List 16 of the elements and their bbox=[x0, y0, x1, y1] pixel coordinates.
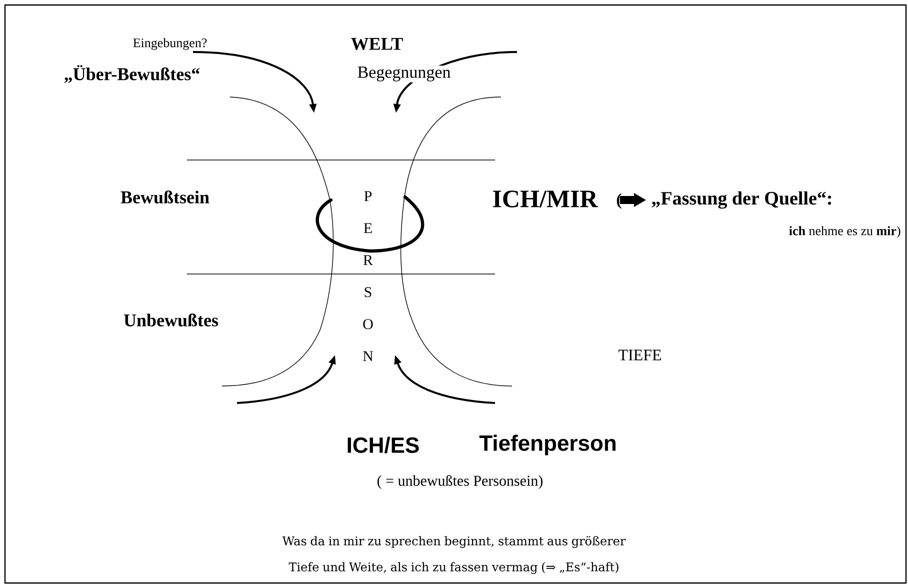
label-text: „Fassung der Quelle“: bbox=[652, 191, 832, 209]
label-text: ICH/ES bbox=[348, 436, 419, 454]
label-text: ( bbox=[616, 193, 622, 209]
vertical-text: P E R S O N bbox=[363, 191, 374, 362]
label-text: „Über-Bewußtes“ bbox=[64, 65, 200, 83]
label-text: WELT bbox=[351, 38, 403, 50]
label-text: ICH/MIR bbox=[493, 190, 598, 208]
label-text: Eingebungen? bbox=[133, 38, 207, 50]
label-text: ich nehme es zu mir) bbox=[789, 226, 900, 238]
label-text: Tiefenperson bbox=[479, 434, 616, 456]
label-text: Bewußtsein bbox=[120, 190, 210, 204]
label-text: Begegnungen bbox=[356, 66, 452, 82]
label-text: Unbewußtes bbox=[124, 314, 218, 326]
label-text: TIEFE bbox=[618, 350, 661, 360]
label-text: ( = unbewußtes Personsein) bbox=[378, 475, 543, 489]
note-paragraph: Was da in mir zu sprechen beginnt, stammt aus größerer Tiefe und Weite, als ich zu fassen vermag (⇒ „Es“-haft) bbox=[282, 536, 626, 574]
